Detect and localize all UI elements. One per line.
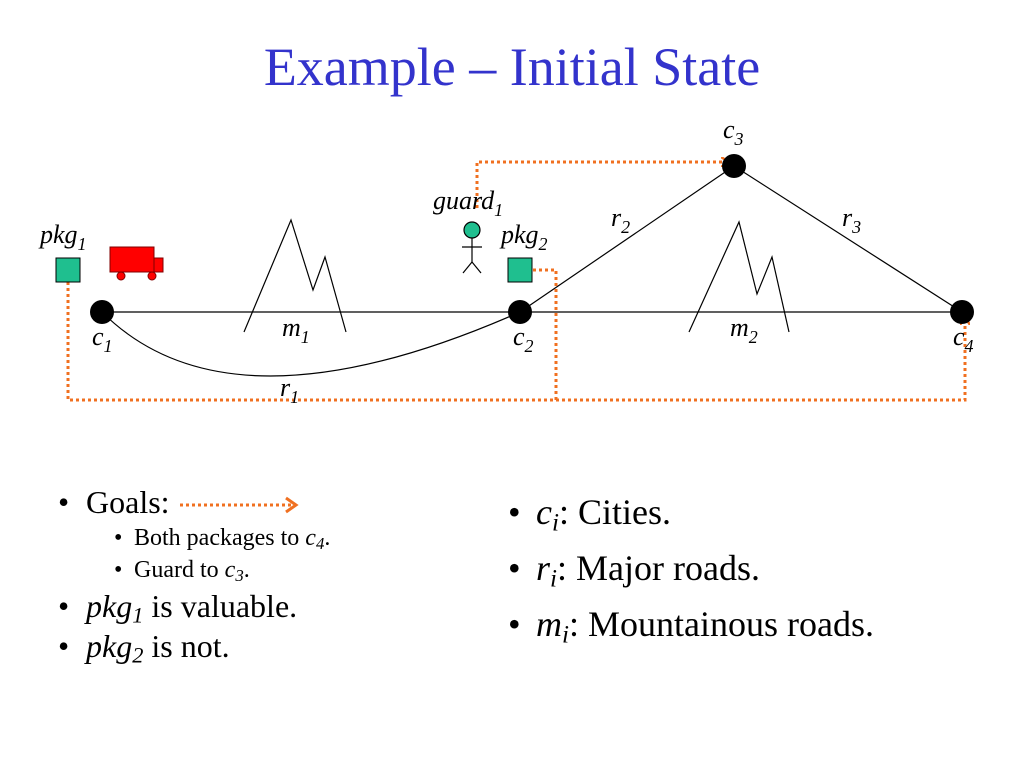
label-c2: c2 — [513, 322, 534, 356]
city-c2 — [508, 300, 532, 324]
label-c4: c4 — [953, 322, 974, 356]
goal-path-pkg2 — [531, 268, 558, 400]
label-r2: r2 — [611, 203, 630, 237]
truck-icon — [109, 246, 164, 281]
label-m2: m2 — [730, 313, 758, 347]
goal-item-guard: Guard to c3. — [50, 554, 330, 586]
legend-item-mountain-roads: mi: Mountainous roads. — [500, 596, 874, 652]
goal-item-packages: Both packages to c4. — [50, 522, 330, 554]
city-c4 — [950, 300, 974, 324]
goal-path-pkg1 — [66, 282, 965, 402]
city-c1 — [90, 300, 114, 324]
label-r3: r3 — [842, 203, 861, 237]
guard-icon — [462, 221, 482, 274]
road-r2 — [519, 165, 735, 313]
package-icon — [507, 257, 533, 283]
road-network-diagram: c1 c2 c3 c4 r1 r2 r3 m1 m2 pkg1 pkg2 gua… — [38, 115, 974, 407]
dotted-arrow-icon — [179, 496, 299, 514]
road-r1 — [101, 311, 521, 377]
mountain-icon — [688, 220, 790, 333]
road-r3 — [733, 165, 963, 313]
label-r1: r1 — [280, 373, 299, 407]
label-guard1: guard1 — [433, 186, 503, 220]
pkg2-note: pkg2 is not. — [50, 626, 330, 666]
label-pkg2: pkg2 — [499, 220, 548, 254]
label-c1: c1 — [92, 322, 113, 356]
label-c3: c3 — [723, 115, 744, 149]
package-icon — [55, 257, 81, 283]
label-pkg1: pkg1 — [38, 220, 87, 254]
goal-path-guard — [475, 162, 728, 208]
city-c3 — [722, 154, 746, 178]
legend-list: ci: Cities. ri: Major roads. mi: Mountai… — [500, 484, 874, 652]
legend-item-cities: ci: Cities. — [500, 484, 874, 540]
label-m1: m1 — [282, 313, 310, 347]
goals-list: Goals: Both packages to c4. Guard to c3.… — [50, 482, 330, 666]
mountain-icon — [243, 218, 347, 333]
legend-item-roads: ri: Major roads. — [500, 540, 874, 596]
goals-item: Goals: — [50, 482, 330, 522]
slide-title: Example – Initial State — [263, 37, 761, 97]
pkg1-note: pkg1 is valuable. — [50, 586, 330, 626]
